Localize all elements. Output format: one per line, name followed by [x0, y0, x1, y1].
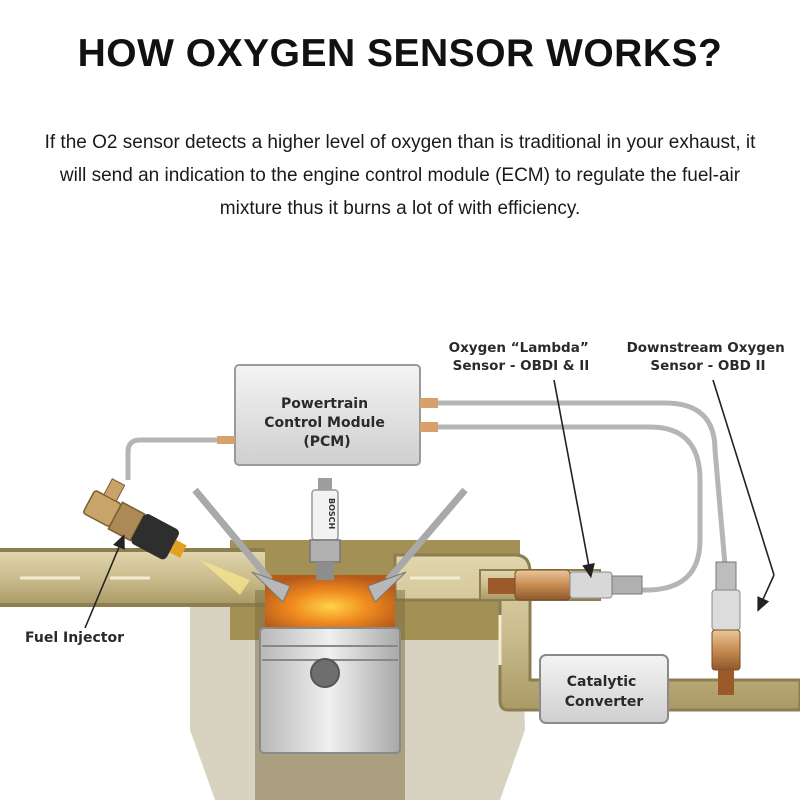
catalytic-label-line: Catalytic	[567, 674, 637, 690]
fuel-spray	[200, 560, 250, 595]
description-text: If the O2 sensor detects a higher level …	[44, 132, 756, 219]
upstream-sensor-label: Oxygen “Lambda” Sensor - OBDI & II	[449, 340, 594, 374]
spark-plug: BOSCH	[309, 478, 341, 580]
catalytic-converter: Catalytic Converter	[539, 654, 669, 724]
page-title: HOW OXYGEN SENSOR WORKS?	[77, 32, 723, 75]
fuel-injector	[83, 478, 187, 560]
fuel-injector-label: Fuel Injector	[25, 630, 124, 646]
upstream-oxygen-sensor	[488, 569, 643, 601]
pcm-label-line: Control Module	[264, 415, 385, 431]
svg-text:Powertrain Control Modul: Powertrain Control Module (PCM)	[264, 396, 389, 450]
oxygen-sensor-diagram: BOSCH Powertrain Control Module (PCM) Ca…	[0, 340, 800, 800]
exhaust-valve	[367, 487, 468, 603]
spark-plug-brand: BOSCH	[327, 498, 336, 529]
downstream-sensor-label: Downstream Oxygen Sensor - OBD II	[627, 340, 790, 374]
pcm-label-line: (PCM)	[303, 434, 350, 450]
intake-valve	[192, 487, 291, 603]
pcm-label-line: Powertrain	[281, 396, 368, 412]
sensor-wiring	[125, 400, 728, 593]
catalytic-label-line: Converter	[565, 694, 644, 710]
downstream-oxygen-sensor	[711, 561, 741, 695]
pointer-lines	[84, 379, 775, 629]
svg-text:Catalytic Converter: Catalytic Converter	[565, 674, 644, 710]
cylinder	[255, 575, 405, 800]
piston-pin	[310, 658, 340, 688]
pcm-box: Powertrain Control Module (PCM)	[217, 364, 438, 466]
